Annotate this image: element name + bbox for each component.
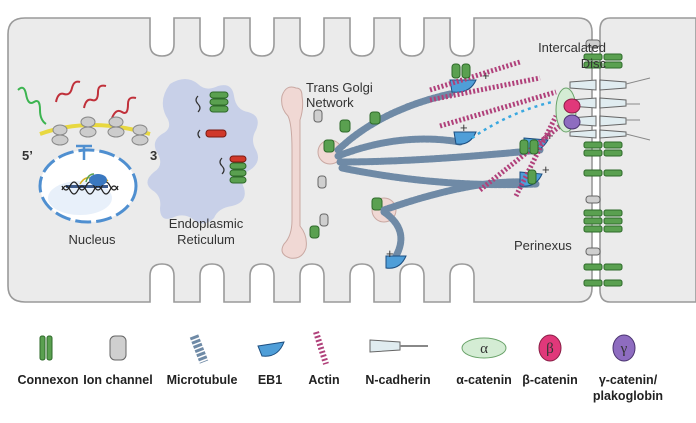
legend-eb1-label: EB1 [258, 373, 282, 387]
legend-connexon-label: Connexon [17, 373, 78, 387]
legend-beta-catenin-icon [538, 334, 562, 362]
legend-microtubule-label: Microtubule [167, 373, 238, 387]
nucleus-label: Nucleus [69, 232, 116, 247]
five-prime-label: 5’ [22, 148, 33, 163]
endoplasmic-reticulum [147, 79, 258, 224]
connexons-cytoplasm [369, 63, 539, 185]
legend-gamma-catenin-label-line2: plakoglobin [593, 389, 663, 403]
legend-ncadherin-icon [369, 339, 428, 353]
nucleus [38, 144, 138, 224]
microtubules [334, 90, 544, 260]
svg-text:+: + [482, 68, 490, 83]
legend-microtubule-icon [189, 334, 209, 364]
intercalated-disc [555, 39, 651, 287]
legend-ion-channel-label: Ion channel [83, 373, 152, 387]
svg-text:+: + [542, 162, 550, 177]
three-prime-label: 3’ [150, 148, 161, 163]
er-channels [195, 91, 247, 184]
trafficking-path [471, 100, 553, 140]
golgi-label-line1: Trans Golgi [306, 80, 373, 95]
perinexus-label: Perinexus [514, 238, 572, 253]
er-label-line1: Endoplasmic [169, 216, 244, 231]
svg-text:+: + [460, 120, 468, 135]
legend-alpha-catenin-icon [461, 337, 507, 359]
legend-gamma-catenin-icon [612, 334, 636, 362]
legend-actin-icon [313, 331, 329, 365]
legend-ion-channel-icon [109, 335, 127, 361]
legend: Connexon Ion channel Microtubule EB1 Act… [17, 331, 663, 403]
er-label-line2: Reticulum [177, 232, 235, 247]
legend-alpha-symbol: α [480, 341, 488, 357]
legend-beta-catenin-label: β-catenin [522, 373, 578, 387]
legend-alpha-catenin-label: α-catenin [456, 373, 512, 387]
gamma-catenin-disc [563, 114, 581, 130]
legend-beta-symbol: β [546, 341, 554, 357]
right-cell [599, 17, 696, 303]
legend-actin-label: Actin [308, 373, 339, 387]
legend-ncadherin-label: N-cadherin [365, 373, 430, 387]
ncadherin-pairs [569, 79, 627, 139]
legend-gamma-catenin-label-line1: γ-catenin/ [599, 373, 658, 387]
beta-catenin-disc [563, 98, 581, 114]
legend-connexon-icon [39, 335, 53, 361]
ncadherin-tails-right [625, 77, 651, 141]
disc-label-line2: Disc [581, 56, 607, 71]
legend-gamma-symbol: γ [620, 341, 628, 357]
legend-eb1-icon [257, 341, 285, 357]
disc-label-line1: Intercalated [538, 40, 606, 55]
svg-text:+: + [386, 246, 394, 261]
mrna-ribosomes [17, 80, 151, 146]
golgi-label-line2: Network [306, 95, 354, 110]
actin-filaments [429, 59, 562, 198]
